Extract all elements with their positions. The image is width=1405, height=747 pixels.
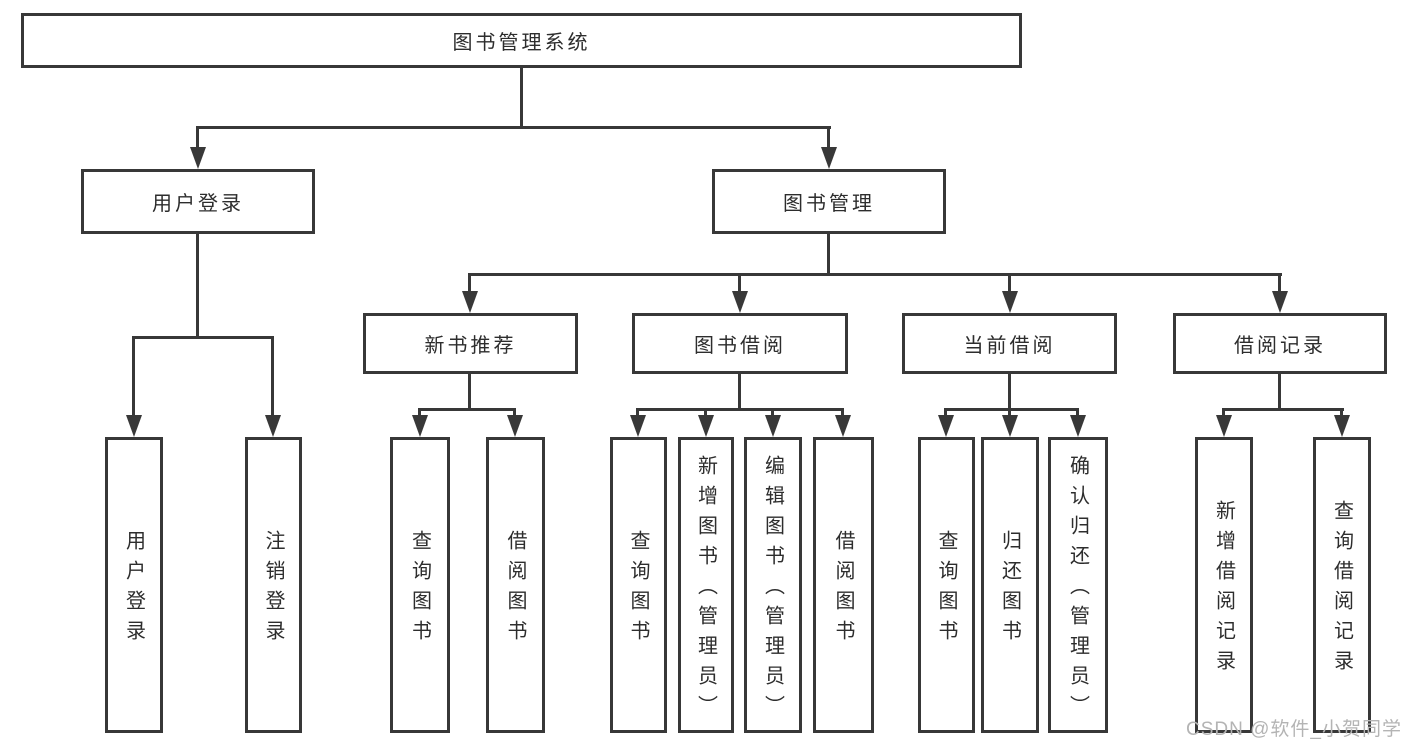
leaf-logout-label: 注销登录 [262, 530, 284, 650]
arrow-down-icon [462, 291, 478, 313]
leaf-logout: 注销登录 [245, 437, 302, 733]
leaf-confirm-return-admin-label: 确认归还（管理员） [1066, 455, 1089, 725]
arrow-down-icon [1070, 415, 1086, 437]
watermark: CSDN @软件_小贺同学 [1186, 719, 1402, 740]
leaf-query-borrow-record-label: 查询借阅记录 [1330, 500, 1353, 680]
node-current-borrow: 当前借阅 [902, 313, 1117, 374]
leaf-query-books-recommend: 查询图书 [390, 437, 450, 733]
connector-user-login-stem [196, 234, 199, 339]
leaf-edit-books-admin: 编辑图书（管理员） [744, 437, 802, 733]
arrow-down-icon [1002, 291, 1018, 313]
connector-l3-drop [468, 273, 471, 294]
connector-user-login-drop [196, 126, 199, 152]
connector-current-stem [1008, 374, 1011, 410]
arrow-down-icon [1216, 415, 1232, 437]
connector-leaf-drop [771, 408, 774, 420]
arrow-down-icon [1272, 291, 1288, 313]
node-root: 图书管理系统 [21, 13, 1022, 68]
leaf-confirm-return-admin: 确认归还（管理员） [1048, 437, 1108, 733]
connector-leaf-drop [1340, 408, 1343, 420]
arrow-down-icon [412, 415, 428, 437]
leaf-borrow-books-label: 借阅图书 [832, 530, 854, 650]
arrow-down-icon [1002, 415, 1018, 437]
connector-borrow-bar [636, 408, 844, 411]
connector-l3-drop [1278, 273, 1281, 294]
node-borrow-records: 借阅记录 [1173, 313, 1387, 374]
node-new-book-recommend-label: 新书推荐 [424, 335, 517, 357]
node-book-management: 图书管理 [712, 169, 946, 234]
connector-leaf-drop [636, 408, 639, 420]
leaf-borrow-books: 借阅图书 [813, 437, 874, 733]
arrow-down-icon [765, 415, 781, 437]
connector-book-mgmt-bar [469, 273, 1282, 276]
leaf-borrow-books-recommend: 借阅图书 [486, 437, 545, 733]
connector-leaf-drop [132, 336, 135, 418]
node-root-label: 图书管理系统 [452, 32, 591, 54]
connector-leaf-drop [1076, 408, 1079, 420]
arrow-down-icon [821, 147, 837, 169]
connector-current-bar [944, 408, 1079, 411]
connector-records-stem [1278, 374, 1281, 410]
node-book-management-label: 图书管理 [783, 193, 875, 215]
node-user-login: 用户登录 [81, 169, 315, 234]
leaf-return-books-label: 归还图书 [998, 530, 1021, 650]
connector-leaf-drop [1222, 408, 1225, 420]
leaf-query-borrow-record: 查询借阅记录 [1313, 437, 1371, 733]
leaf-add-borrow-record-label: 新增借阅记录 [1212, 500, 1235, 680]
arrow-down-icon [732, 291, 748, 313]
connector-recommend-bar [418, 408, 516, 411]
node-user-login-label: 用户登录 [152, 193, 244, 215]
connector-book-mgmt-stem [827, 234, 830, 276]
node-current-borrow-label: 当前借阅 [963, 335, 1056, 357]
connector-leaf-drop [841, 408, 844, 420]
leaf-edit-books-admin-label: 编辑图书（管理员） [761, 455, 784, 725]
connector-leaf-drop [1008, 408, 1011, 420]
leaf-add-books-admin-label: 新增图书（管理员） [694, 455, 717, 725]
leaf-query-books-current: 查询图书 [918, 437, 975, 733]
leaf-user-login: 用户登录 [105, 437, 163, 733]
leaf-add-borrow-record: 新增借阅记录 [1195, 437, 1253, 733]
connector-user-login-bar [132, 336, 274, 339]
arrow-down-icon [698, 415, 714, 437]
arrow-down-icon [265, 415, 281, 437]
connector-recommend-stem [468, 374, 471, 410]
leaf-query-books-borrow-label: 查询图书 [627, 530, 649, 650]
connector-records-bar [1222, 408, 1344, 411]
connector-root-stem [520, 68, 523, 126]
node-book-borrow: 图书借阅 [632, 313, 848, 374]
leaf-add-books-admin: 新增图书（管理员） [678, 437, 734, 733]
connector-borrow-stem [738, 374, 741, 410]
arrow-down-icon [126, 415, 142, 437]
leaf-return-books: 归还图书 [981, 437, 1039, 733]
arrow-down-icon [507, 415, 523, 437]
leaf-query-books-borrow: 查询图书 [610, 437, 667, 733]
arrow-down-icon [190, 147, 206, 169]
arrow-down-icon [835, 415, 851, 437]
node-borrow-records-label: 借阅记录 [1234, 335, 1326, 357]
arrow-down-icon [630, 415, 646, 437]
leaf-query-books-recommend-label: 查询图书 [408, 530, 431, 650]
connector-root-bar [196, 126, 831, 129]
node-book-borrow-label: 图书借阅 [694, 335, 786, 357]
connector-l3-drop [738, 273, 741, 294]
node-new-book-recommend: 新书推荐 [363, 313, 578, 374]
arrow-down-icon [1334, 415, 1350, 437]
connector-leaf-drop [704, 408, 707, 420]
arrow-down-icon [938, 415, 954, 437]
connector-leaf-drop [271, 336, 274, 418]
connector-l3-drop [1008, 273, 1011, 294]
connector-leaf-drop [944, 408, 947, 420]
leaf-query-books-current-label: 查询图书 [935, 530, 957, 650]
connector-leaf-drop [418, 408, 421, 420]
connector-book-mgmt-drop [827, 126, 830, 152]
leaf-borrow-books-recommend-label: 借阅图书 [504, 530, 526, 650]
leaf-user-login-label: 用户登录 [122, 530, 145, 650]
connector-leaf-drop [513, 408, 516, 420]
